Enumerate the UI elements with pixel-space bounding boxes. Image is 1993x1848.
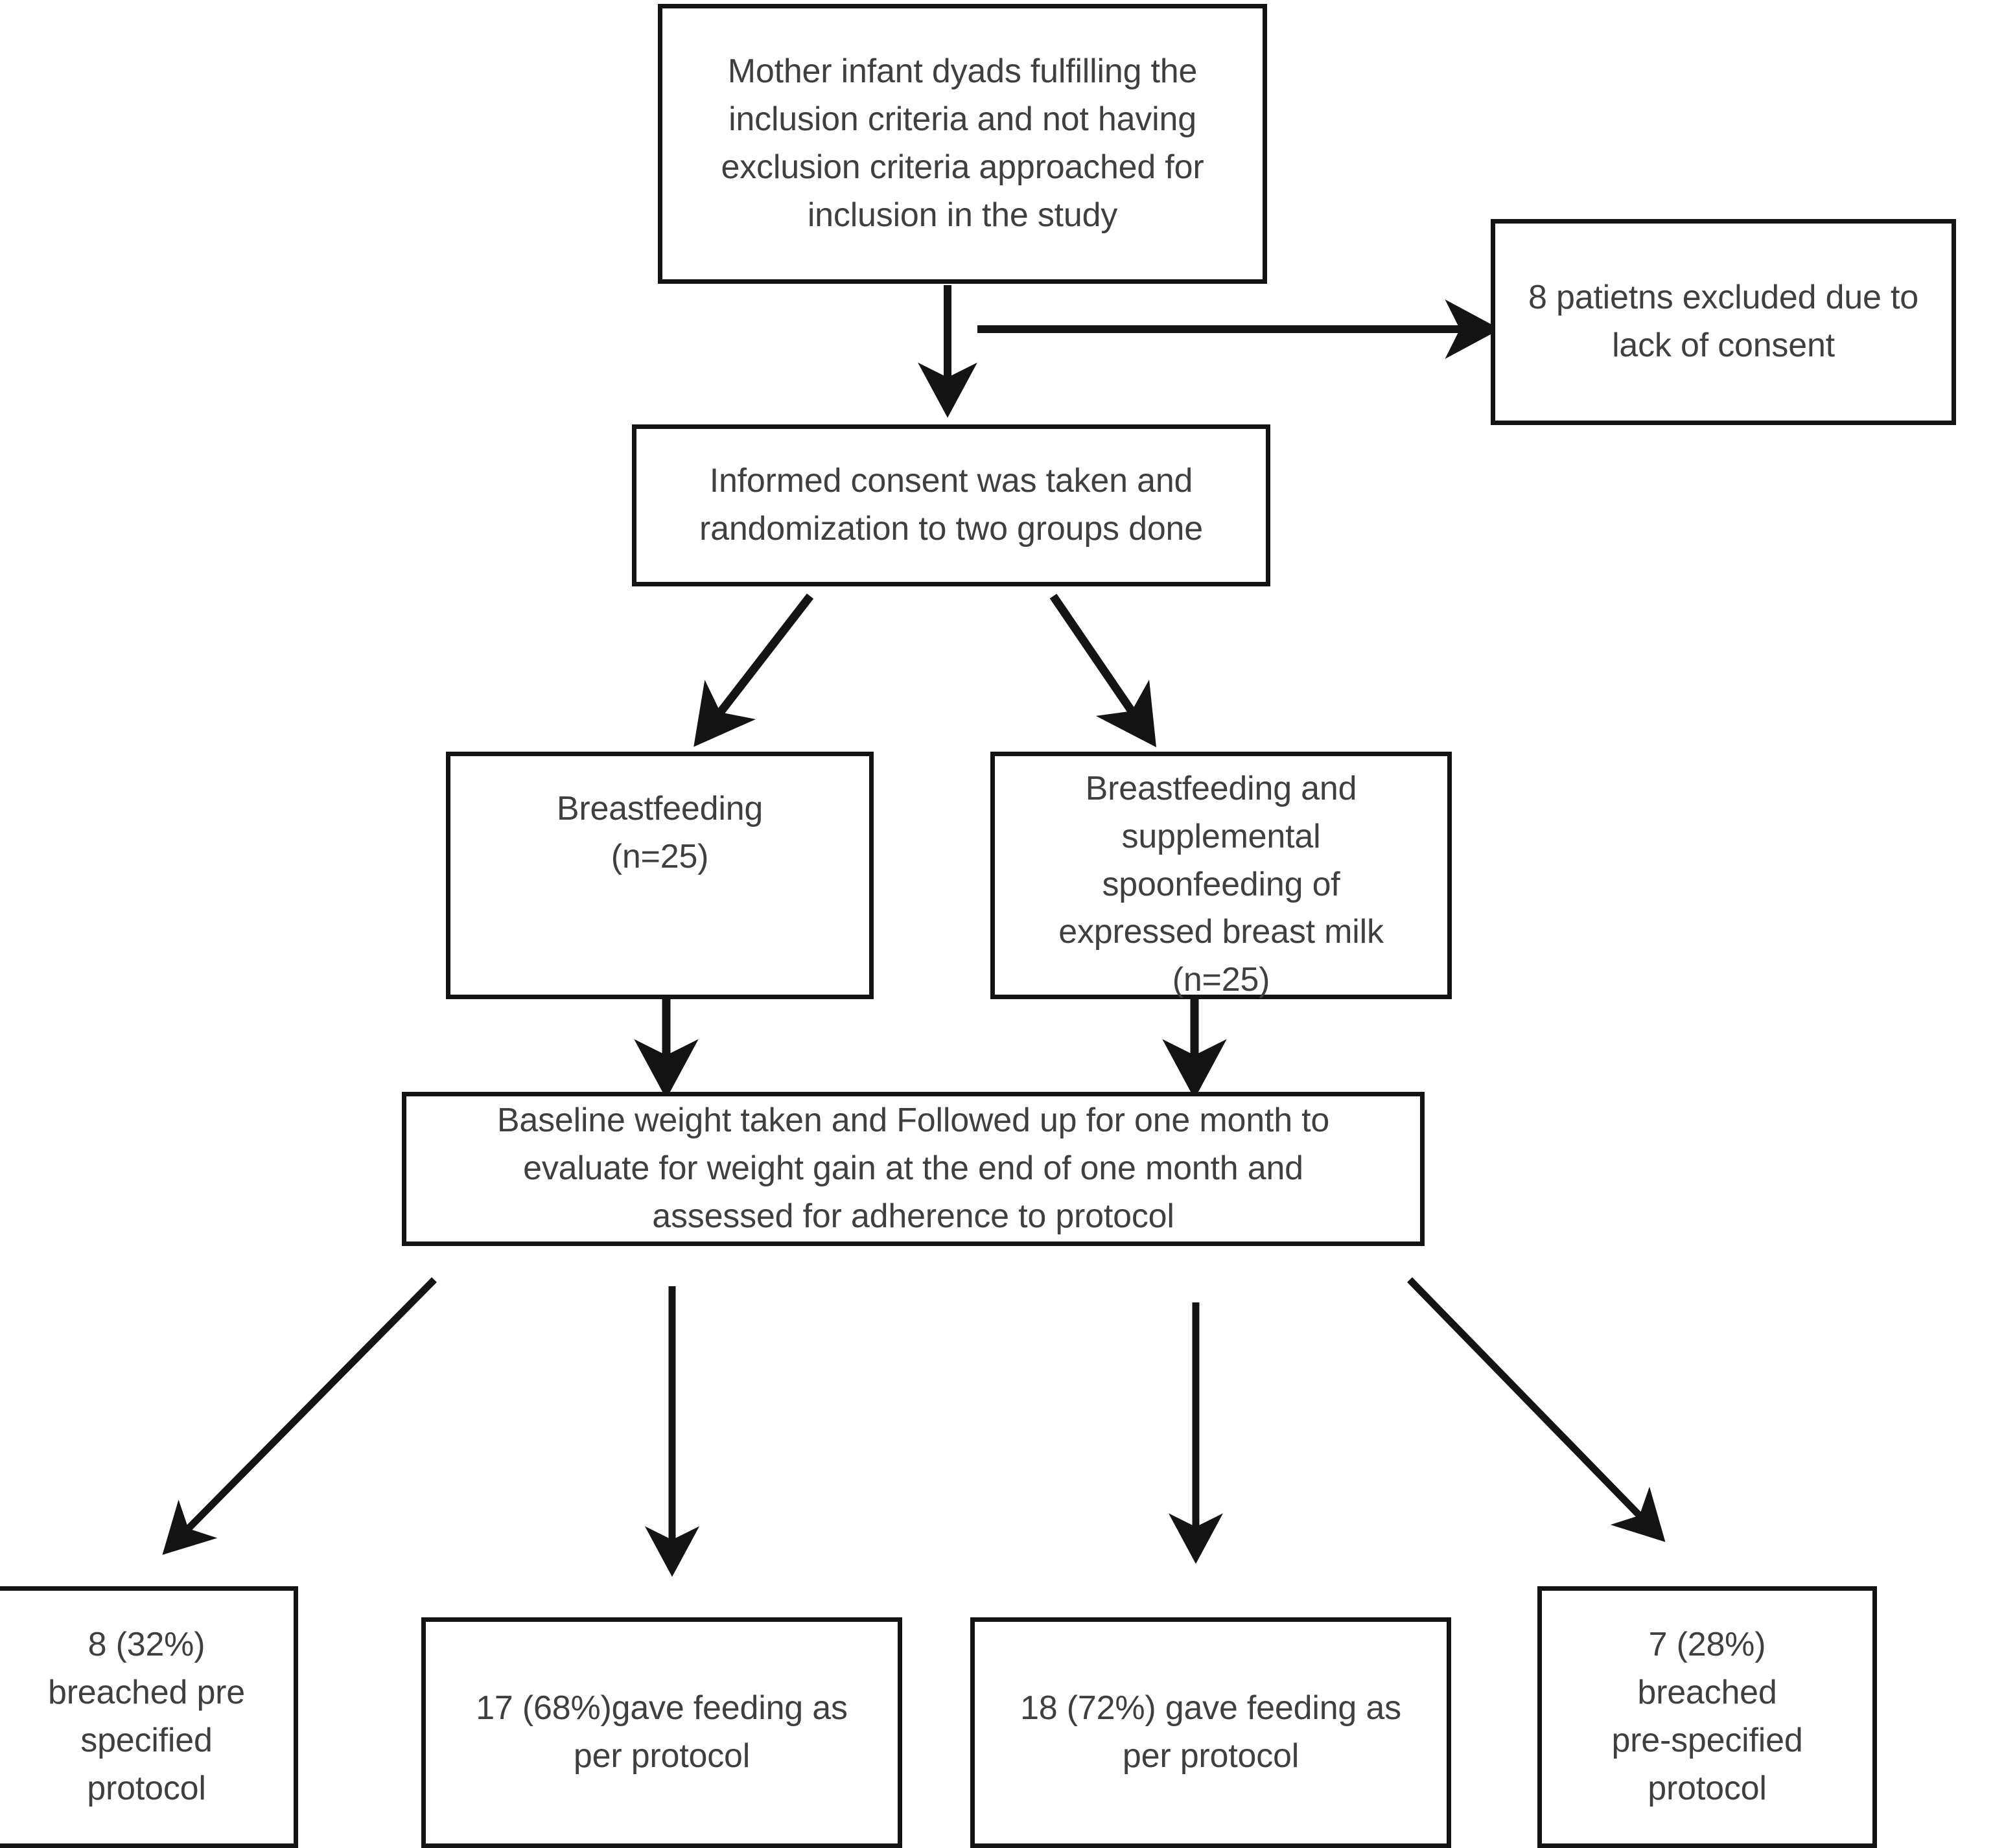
node-outcome-breach-32: 8 (32%) breached pre specified protocol [0, 1586, 298, 1848]
node-outcome-protocol-68: 17 (68%)gave feeding as per protocol [421, 1617, 902, 1848]
edge-followup-to-outcome-1 [162, 1277, 437, 1555]
node-outcome-breach-28-label: 7 (28%) breached pre-specified protocol [1611, 1626, 1803, 1807]
node-outcome-protocol-72: 18 (72%) gave feeding as per protocol [970, 1617, 1451, 1848]
edge-followup-to-outcome-4 [1407, 1277, 1666, 1542]
node-group-supplemental: Breastfeeding and supplemental spoonfeed… [990, 752, 1452, 999]
node-excluded: 8 patietns excluded due to lack of conse… [1491, 219, 1956, 425]
node-group-breastfeeding: Breastfeeding (n=25) [446, 752, 874, 999]
node-followup-label: Baseline weight taken and Followed up fo… [496, 1102, 1330, 1235]
node-consent: Informed consent was taken and randomiza… [632, 424, 1270, 586]
node-outcome-protocol-72-label: 18 (72%) gave feeding as per protocol [1020, 1689, 1401, 1775]
node-outcome-breach-32-label: 8 (32%) breached pre specified protocol [47, 1626, 246, 1807]
node-enrollment-label: Mother infant dyads fulfilling the inclu… [721, 52, 1204, 234]
node-enrollment: Mother infant dyads fulfilling the inclu… [658, 4, 1267, 284]
node-group-breastfeeding-label: Breastfeeding (n=25) [556, 790, 763, 875]
node-group-supplemental-label: Breastfeeding and supplemental spoonfeed… [1058, 770, 1384, 999]
node-outcome-breach-28: 7 (28%) breached pre-specified protocol [1537, 1586, 1877, 1848]
node-outcome-protocol-68-label: 17 (68%)gave feeding as per protocol [476, 1689, 848, 1775]
edge-consent-to-breastfeeding [693, 594, 814, 747]
node-consent-label: Informed consent was taken and randomiza… [699, 462, 1203, 548]
node-followup: Baseline weight taken and Followed up fo… [402, 1092, 1425, 1246]
edge-consent-to-supplemental [1049, 594, 1157, 748]
node-excluded-label: 8 patietns excluded due to lack of conse… [1528, 279, 1918, 364]
